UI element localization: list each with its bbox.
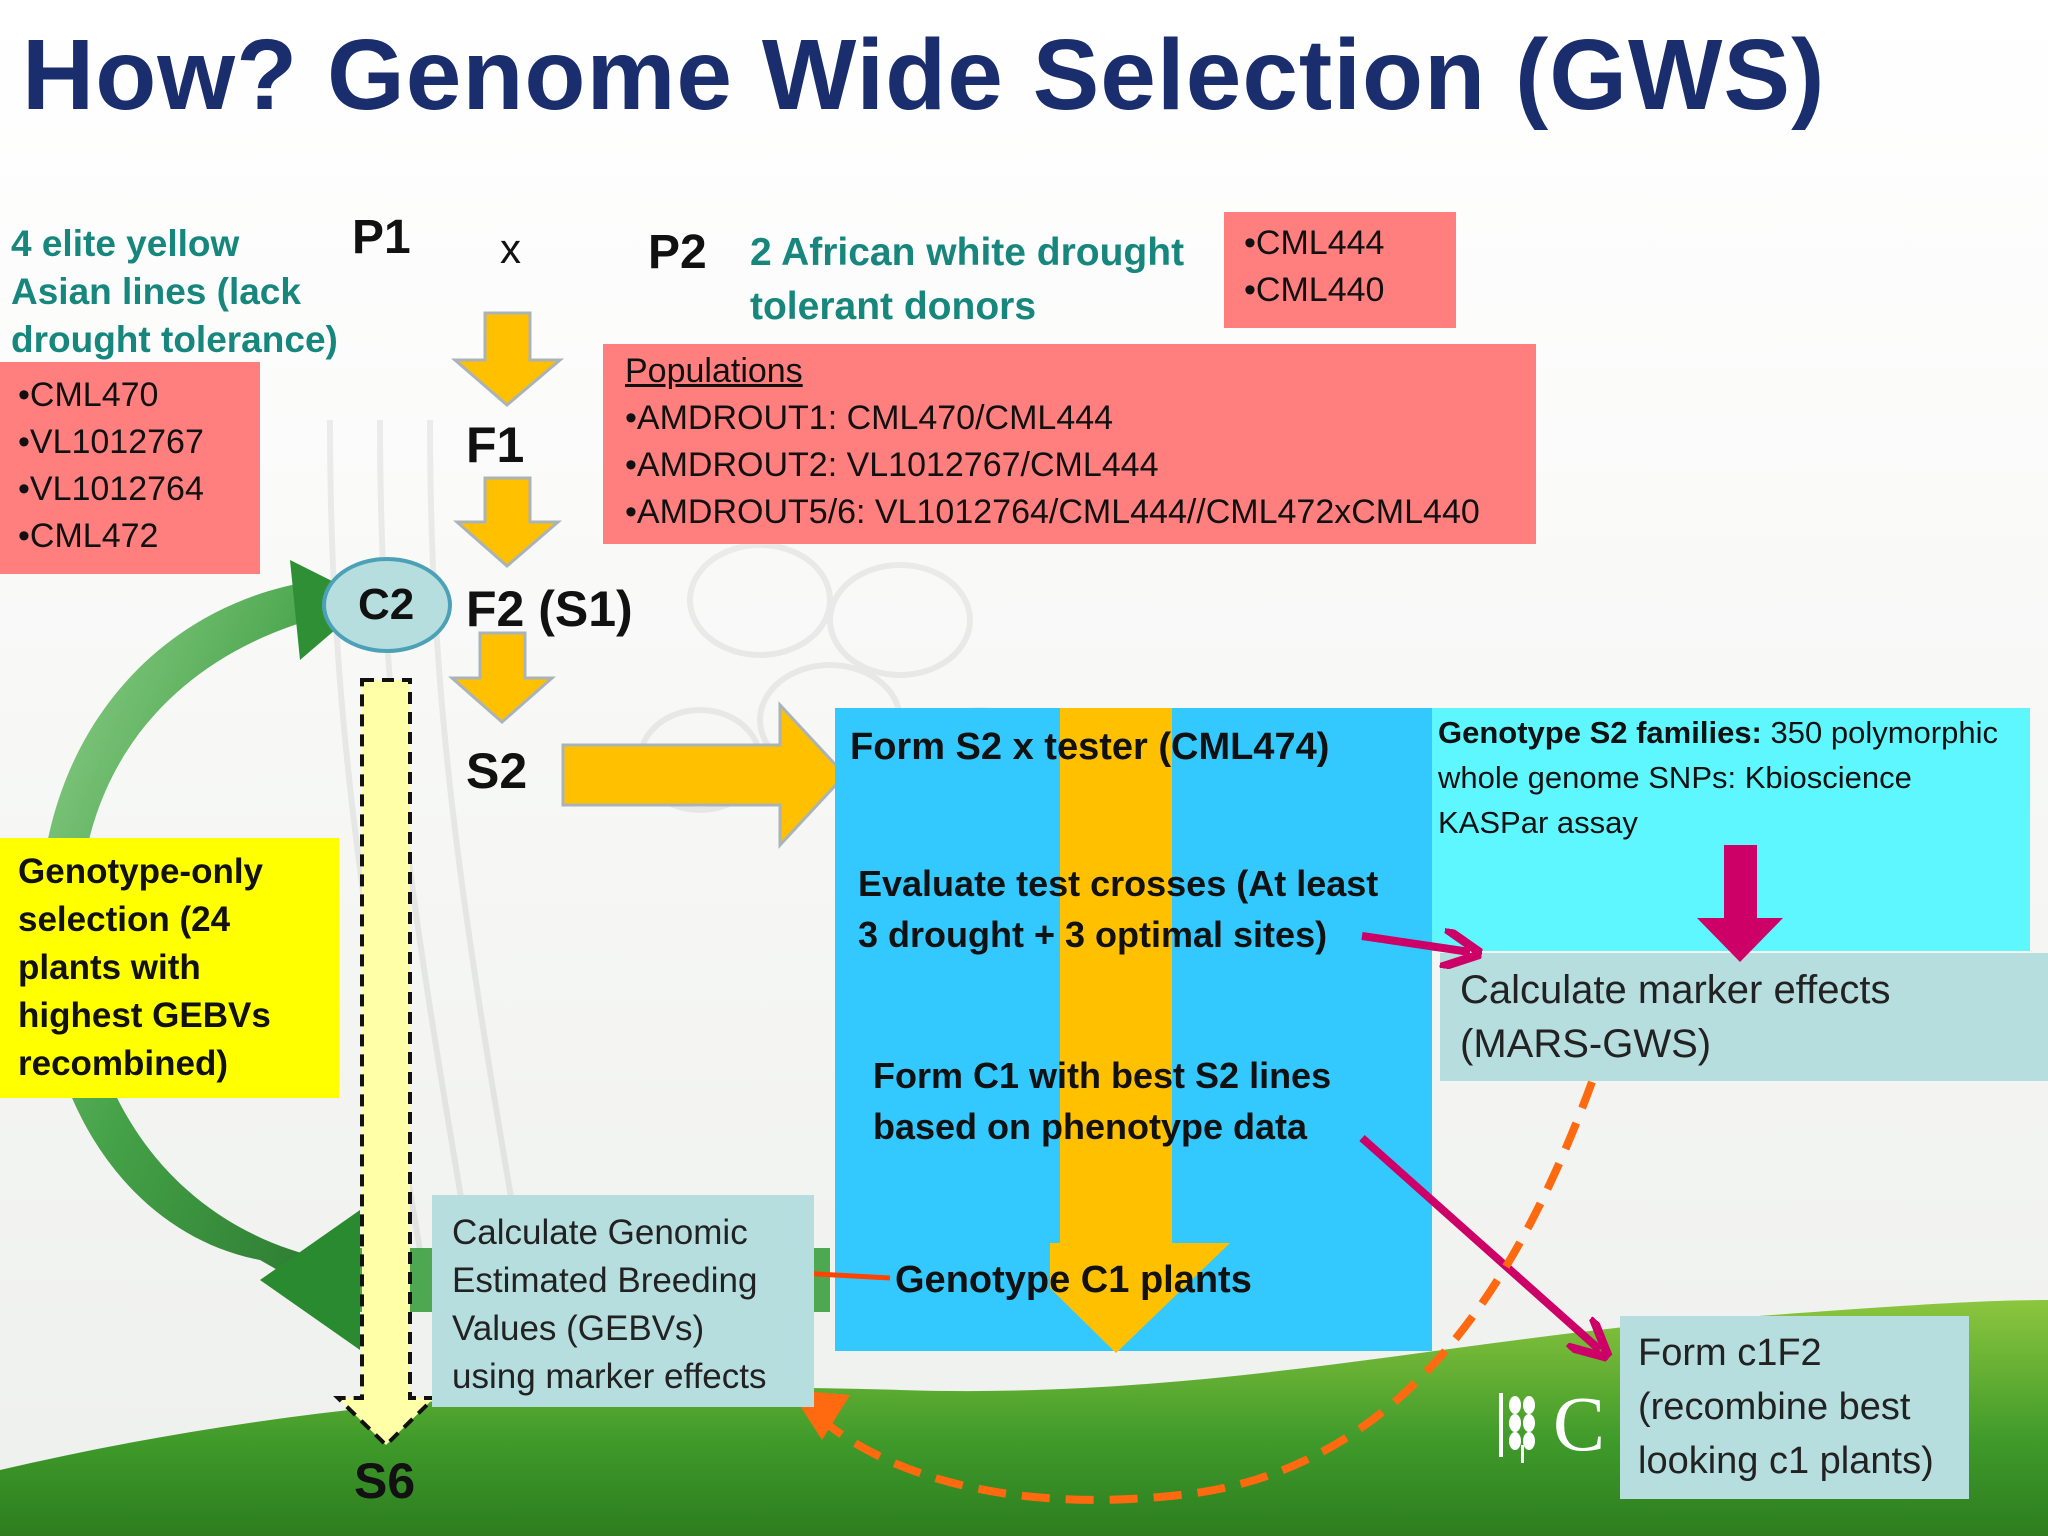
- p1-line: •CML472: [18, 517, 159, 555]
- magenta-formc1-arrow: [1359, 1135, 1600, 1350]
- s2-label: S2: [466, 743, 528, 799]
- orange-down-arrows: [448, 311, 565, 724]
- form-c1f2-text: Form c1F2 (recombine best looking c1 pla…: [1638, 1332, 1934, 1482]
- evaluate-text: Evaluate test crosses (At least 3 drough…: [858, 863, 1379, 955]
- center-orange-arrow: [1050, 708, 1230, 1353]
- genotype-only-text: Genotype-only selection (24 plants with …: [18, 852, 271, 1083]
- population-item: •AMDROUT5/6: VL1012764/CML444//CML472xCM…: [625, 493, 1480, 531]
- s6-label: S6: [354, 1453, 416, 1509]
- p2-lines-box: •CML444 •CML440: [1224, 212, 1456, 328]
- cross-symbol: x: [500, 225, 521, 272]
- wheat-logo-icon: [1499, 1393, 1535, 1463]
- p2-line: •CML440: [1244, 271, 1385, 309]
- genotype-s2-detail: 350 polymorphic whole genome SNPs: Kbios…: [1438, 715, 1998, 840]
- gebv-box: Calculate Genomic Estimated Breeding Val…: [432, 1195, 814, 1407]
- arrow-s2-form: [561, 701, 848, 849]
- genotype-c1-text: Genotype C1 plants: [895, 1259, 1252, 1301]
- genotype-s2-bold: Genotype S2 families:: [1438, 715, 1762, 750]
- dashed-orange-curve: [817, 1080, 1596, 1504]
- p2-label: P2: [648, 226, 707, 279]
- f2-label: F2 (S1): [466, 581, 633, 637]
- population-item: •AMDROUT2: VL1012767/CML444: [625, 446, 1159, 484]
- genotype-s2-text: Genotype S2 families: 350 polymorphic wh…: [1438, 710, 2008, 845]
- population-item: •AMDROUT1: CML470/CML444: [625, 399, 1114, 437]
- populations-box: Populations •AMDROUT1: CML470/CML444 •AM…: [603, 344, 1536, 544]
- dashed-yellow-arrow: [333, 678, 439, 1448]
- p1-line: •VL1012767: [18, 423, 204, 461]
- p2-line: •CML444: [1244, 224, 1385, 262]
- f1-label: F1: [466, 417, 525, 473]
- p2-description: 2 African white drought tolerant donors: [750, 231, 1185, 328]
- logo-text: C: [1553, 1380, 1606, 1467]
- p1-description: 4 elite yellow Asian lines (lack drought…: [11, 223, 338, 360]
- grass-wave: [0, 1300, 2048, 1536]
- c2-ellipse: [322, 557, 452, 653]
- p1-line: •VL1012764: [18, 470, 204, 508]
- green-curved-arrow: [39, 580, 350, 1300]
- marker-effects-box: Calculate marker effects (MARS-GWS): [1440, 953, 2048, 1081]
- arrow-f1-f2: [453, 476, 563, 568]
- arrow-f2-s2: [448, 631, 556, 724]
- logo: C: [1495, 1380, 1615, 1467]
- arrow-p1-f1: [450, 311, 565, 407]
- gebv-text: Calculate Genomic Estimated Breeding Val…: [452, 1213, 767, 1396]
- form-c1-text: Form C1 with best S2 lines based on phen…: [873, 1055, 1332, 1147]
- green-arrow-head-left: [260, 1210, 360, 1350]
- p1-line: •CML470: [18, 376, 159, 414]
- form-c1f2-box: Form c1F2 (recombine best looking c1 pla…: [1620, 1316, 1969, 1499]
- magenta-down-arrow: [1697, 845, 1783, 962]
- magenta-evaluate-arrow: [1361, 936, 1470, 952]
- marker-effects-text: Calculate marker effects (MARS-GWS): [1460, 968, 1891, 1066]
- p1-lines-box: •CML470 •VL1012767 •VL1012764 •CML472: [0, 362, 260, 574]
- c2-label: C2: [358, 580, 415, 629]
- page-title: How? Genome Wide Selection (GWS): [22, 19, 1826, 131]
- genotype-only-box: Genotype-only selection (24 plants with …: [0, 838, 339, 1098]
- p1-label: P1: [352, 211, 411, 264]
- form-s2-text: Form S2 x tester (CML474): [850, 726, 1330, 768]
- populations-heading: Populations: [625, 352, 803, 390]
